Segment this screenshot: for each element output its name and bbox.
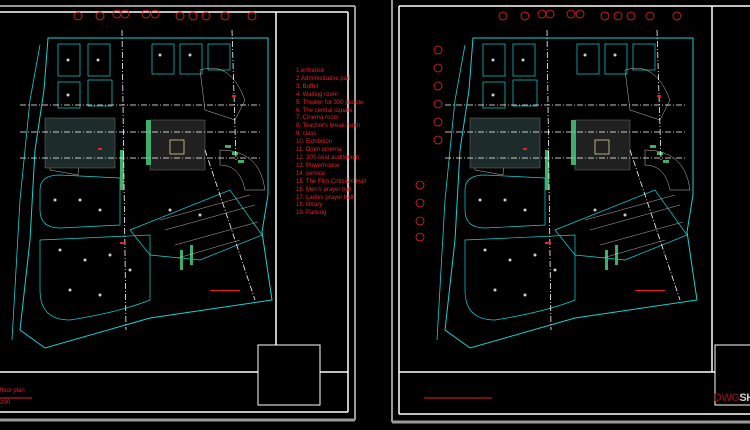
legend-item: 19. Parking [296,210,327,217]
legend-item: 18. library [296,202,323,209]
floor-plan-right [436,9,698,349]
legend-item: 13. Powerhouse [296,162,340,169]
legend-item: 2.Administrative part [296,75,351,82]
legend-item: 17. Ladies prayer hall [296,194,354,201]
floor-plan-left [11,9,273,349]
legend-item: 5. Theater for 300 people [296,99,364,106]
drawing-scale: 200 [0,400,11,406]
legend-item: 1.entrance [296,68,325,74]
legend-item: 10. Exhibition [296,139,333,146]
legend-item: 4. Waiting room [296,91,338,98]
legend-item: 14. service [296,170,326,177]
legend-item: 9. class [296,131,317,138]
legend-item: 3. Buffet [296,83,319,90]
legend-item: 12. 200-seat auditorium [296,154,360,161]
legend-item: 8. Teacher's break room [296,123,361,130]
watermark-part2: SH [739,392,750,404]
left-sheet-frame [0,5,356,422]
legend-item: 15. The Film Criticism Hall [296,178,366,185]
watermark-part1: DWG [714,392,740,404]
watermark-logo: DWGSH [714,392,750,404]
legend-item: 11. Open cinema [296,147,342,154]
legend-item: 7. Cinema room [296,115,339,122]
drawing-title: floor plan [0,388,25,394]
right-sheet-frame [391,0,750,424]
legend-item: 16. Men's prayer hall [296,186,352,193]
legend-item: 6. The central square [296,107,353,114]
